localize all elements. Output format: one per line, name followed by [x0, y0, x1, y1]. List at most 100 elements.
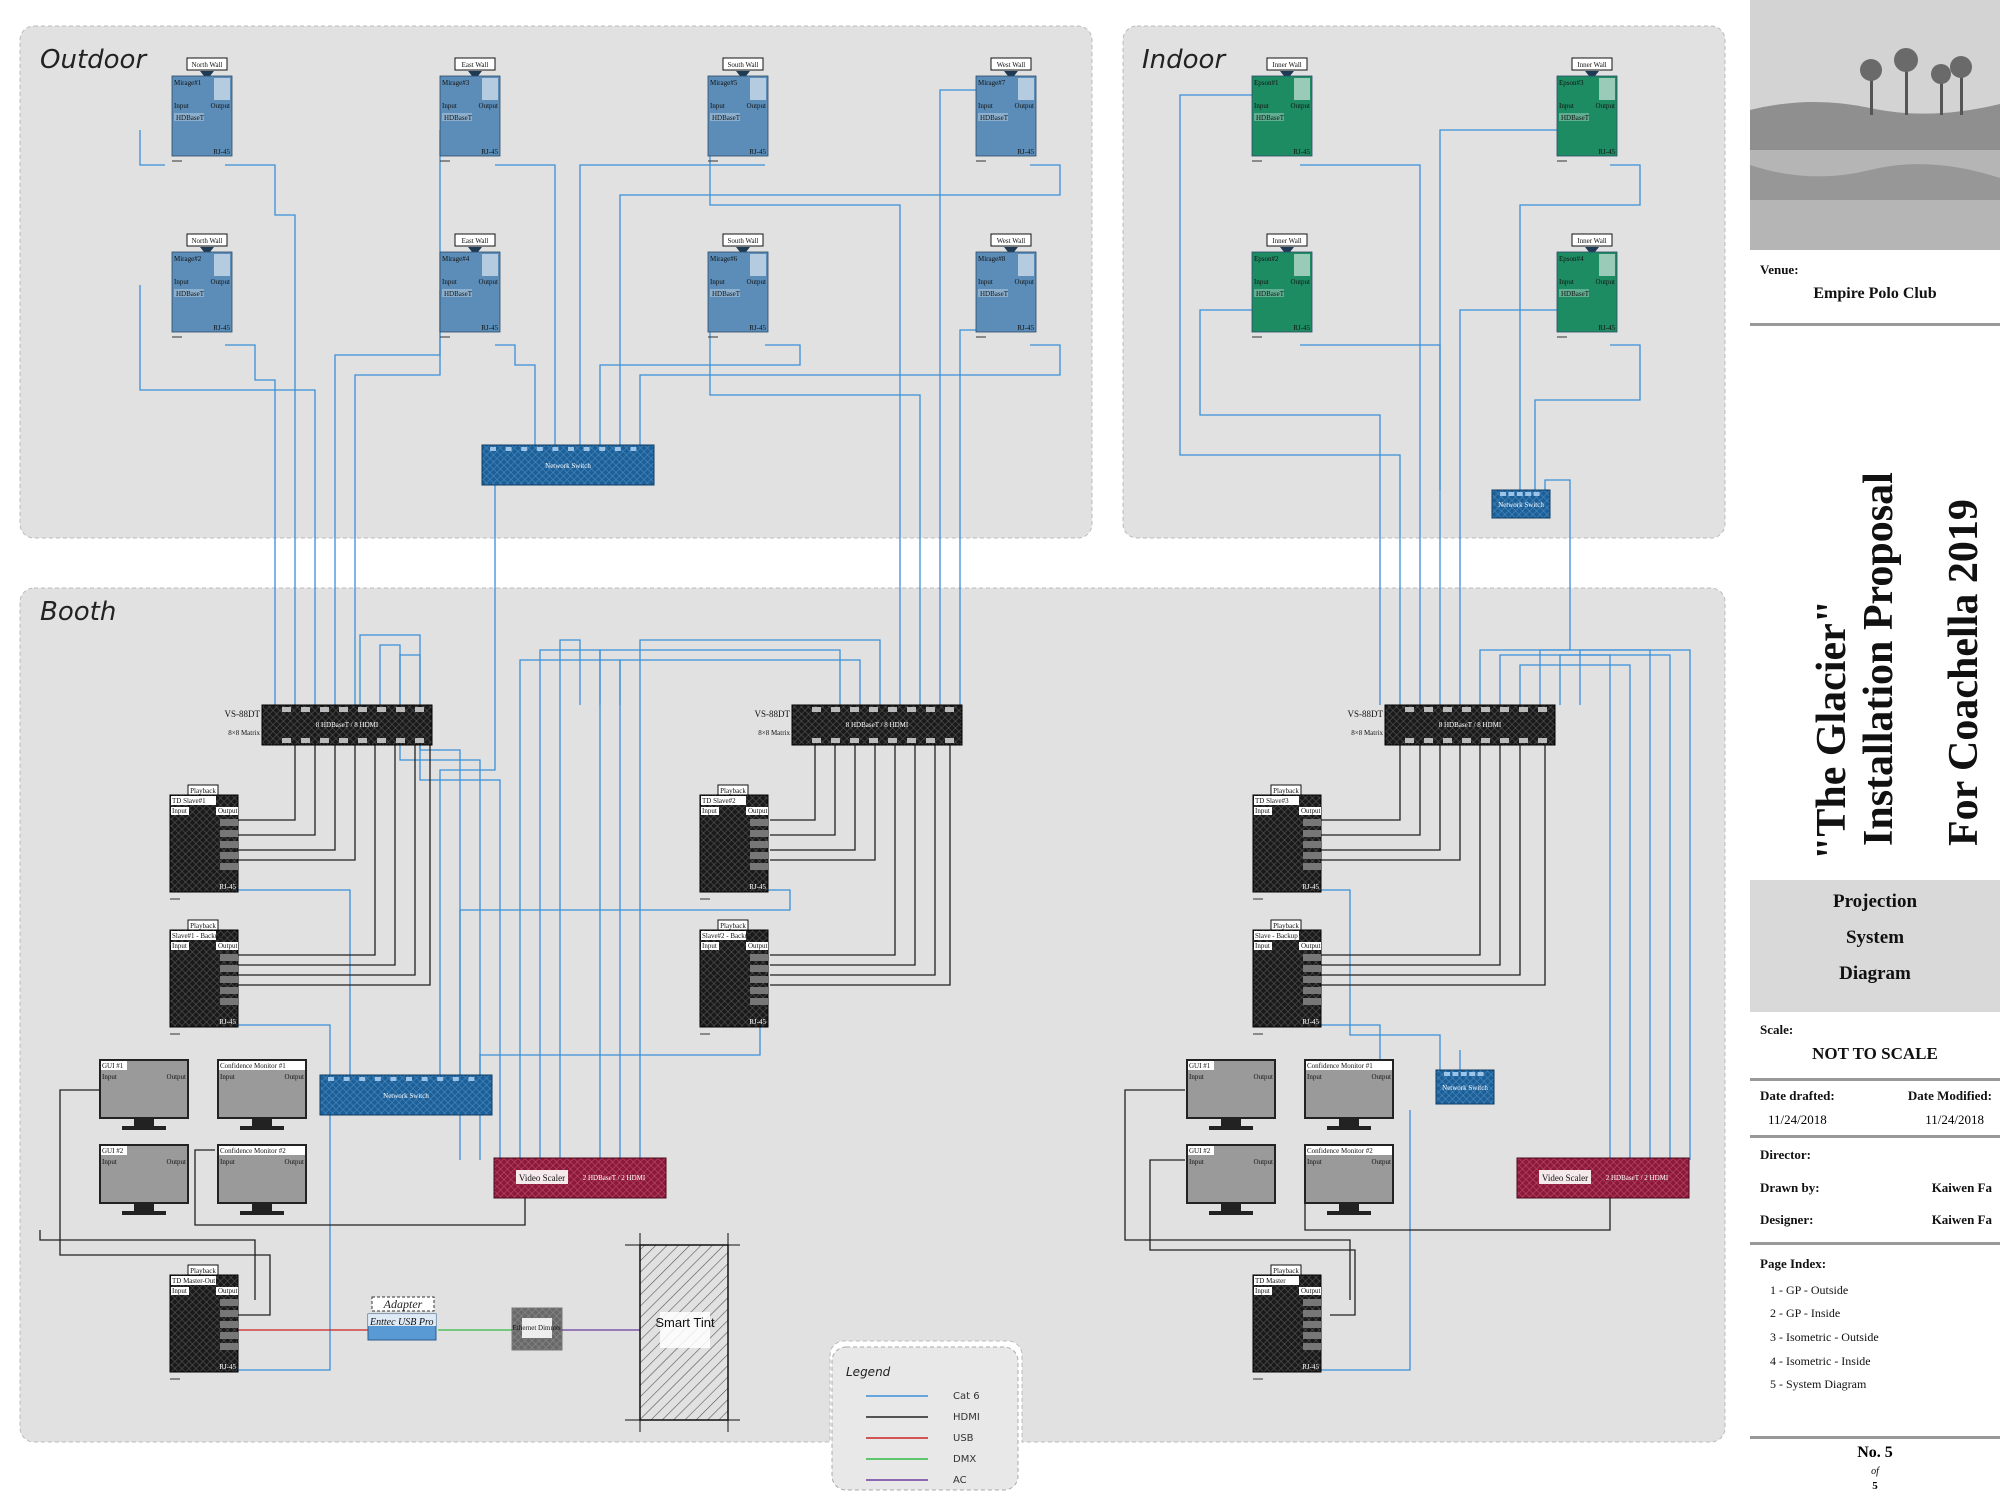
- svg-text:Output: Output: [1254, 1158, 1274, 1166]
- page-index-item: 4 - Isometric - Inside: [1770, 1354, 1871, 1368]
- switch-label: Network Switch: [1442, 1084, 1488, 1092]
- designer-label: Designer:: [1760, 1212, 1814, 1227]
- title-line-2: Installation Proposal: [1856, 472, 1902, 846]
- svg-text:Input: Input: [442, 102, 457, 110]
- svg-text:Input: Input: [172, 807, 187, 815]
- svg-text:Output: Output: [1254, 1073, 1274, 1081]
- date-drafted-value: 11/24/2018: [1768, 1112, 1827, 1127]
- switch-label: Network Switch: [1498, 501, 1544, 509]
- svg-text:HDBaseT: HDBaseT: [444, 290, 473, 298]
- svg-text:8×8 Matrix: 8×8 Matrix: [228, 729, 260, 737]
- svg-text:Output: Output: [1291, 278, 1311, 286]
- drawn-by-label: Drawn by:: [1760, 1180, 1820, 1195]
- projector-wall-label: Inner Wall: [1577, 237, 1606, 245]
- projector-name: Epson#2: [1254, 255, 1279, 263]
- svg-text:8 HDBaseT / 8 HDMI: 8 HDBaseT / 8 HDMI: [1439, 721, 1502, 729]
- projector-name: Epson#3: [1559, 79, 1584, 87]
- projector-name: Mirage#1: [174, 79, 202, 87]
- server-name: Slave#1 - Backup: [172, 932, 222, 940]
- svg-text:RJ-45: RJ-45: [219, 1363, 236, 1371]
- drawn-by-value: Kaiwen Fa: [1931, 1180, 1992, 1195]
- svg-text:HDBaseT: HDBaseT: [444, 114, 473, 122]
- svg-text:Video Scaler: Video Scaler: [1542, 1173, 1588, 1183]
- svg-text:RJ-45: RJ-45: [1302, 1363, 1319, 1371]
- date-modified-label: Date Modified:: [1907, 1088, 1992, 1103]
- svg-text:Input: Input: [442, 278, 457, 286]
- svg-text:Input: Input: [172, 1287, 187, 1295]
- svg-text:Playback: Playback: [720, 787, 746, 795]
- scale-label: Scale:: [1760, 1022, 1794, 1037]
- outdoor-network-switch: Network Switch: [481, 444, 655, 486]
- monitor-name: Confidence Monitor #1: [220, 1062, 286, 1070]
- venue-label: Venue:: [1760, 262, 1799, 277]
- svg-text:Output: Output: [285, 1073, 305, 1081]
- svg-text:Input: Input: [1189, 1158, 1204, 1166]
- svg-text:RJ-45: RJ-45: [749, 324, 766, 332]
- band-line-2: System: [1845, 927, 1905, 948]
- svg-text:RJ-45: RJ-45: [749, 148, 766, 156]
- svg-text:HDBaseT: HDBaseT: [1256, 290, 1285, 298]
- svg-text:Input: Input: [1255, 807, 1270, 815]
- svg-text:Output: Output: [1301, 807, 1321, 815]
- svg-text:Input: Input: [172, 942, 187, 950]
- svg-text:HDBaseT: HDBaseT: [176, 290, 205, 298]
- svg-text:HDBaseT: HDBaseT: [980, 114, 1009, 122]
- projector-wall-label: South Wall: [727, 61, 758, 69]
- switch-label: Network Switch: [545, 462, 591, 470]
- svg-text:HDBaseT: HDBaseT: [712, 114, 741, 122]
- matrix-name: VS-88DT: [225, 709, 261, 719]
- svg-text:RJ-45: RJ-45: [1293, 324, 1310, 332]
- svg-text:RJ-45: RJ-45: [1302, 883, 1319, 891]
- monitor: Confidence Monitor #1 Input Output: [217, 1059, 307, 1130]
- svg-text:Output: Output: [167, 1158, 187, 1166]
- projector-name: Mirage#6: [710, 255, 738, 263]
- svg-text:Output: Output: [1372, 1073, 1392, 1081]
- projector-wall-label: North Wall: [192, 237, 223, 245]
- server-name: Slave - Backup: [1255, 932, 1298, 940]
- ethernet-dimmer: Ethernet Dimmer: [511, 1307, 563, 1351]
- svg-text:RJ-45: RJ-45: [1598, 324, 1615, 332]
- projector-wall-label: Inner Wall: [1272, 61, 1301, 69]
- page-index-item: 3 - Isometric - Outside: [1770, 1330, 1879, 1344]
- monitor-name: GUI #1: [102, 1062, 124, 1070]
- title-line-1: "The Glacier": [1809, 599, 1855, 860]
- svg-text:Video Scaler: Video Scaler: [519, 1173, 565, 1183]
- svg-text:2 HDBaseT / 2 HDMI: 2 HDBaseT / 2 HDMI: [1606, 1174, 1669, 1182]
- switch-label: Network Switch: [383, 1092, 429, 1100]
- svg-text:Output: Output: [747, 102, 767, 110]
- page-number: No. 5: [1857, 1444, 1893, 1461]
- svg-text:Output: Output: [218, 1287, 238, 1295]
- svg-text:Input: Input: [1254, 278, 1269, 286]
- svg-text:Output: Output: [1301, 1287, 1321, 1295]
- svg-text:Output: Output: [167, 1073, 187, 1081]
- projector-wall-label: East Wall: [462, 61, 489, 69]
- svg-text:Input: Input: [1559, 102, 1574, 110]
- svg-text:HDBaseT: HDBaseT: [1561, 114, 1590, 122]
- server-name: TD Master-Out: [172, 1277, 215, 1285]
- title-line-3: For Coachella 2019: [1941, 499, 1987, 846]
- svg-text:Input: Input: [220, 1073, 235, 1081]
- projector-name: Mirage#8: [978, 255, 1006, 263]
- svg-text:HDBaseT: HDBaseT: [1561, 290, 1590, 298]
- projector-name: Mirage#5: [710, 79, 738, 87]
- cat6-wiring: [139, 89, 1691, 1371]
- monitor-name: GUI #1: [1189, 1062, 1211, 1070]
- projector-name: Mirage#7: [978, 79, 1006, 87]
- projector-wall-label: East Wall: [462, 237, 489, 245]
